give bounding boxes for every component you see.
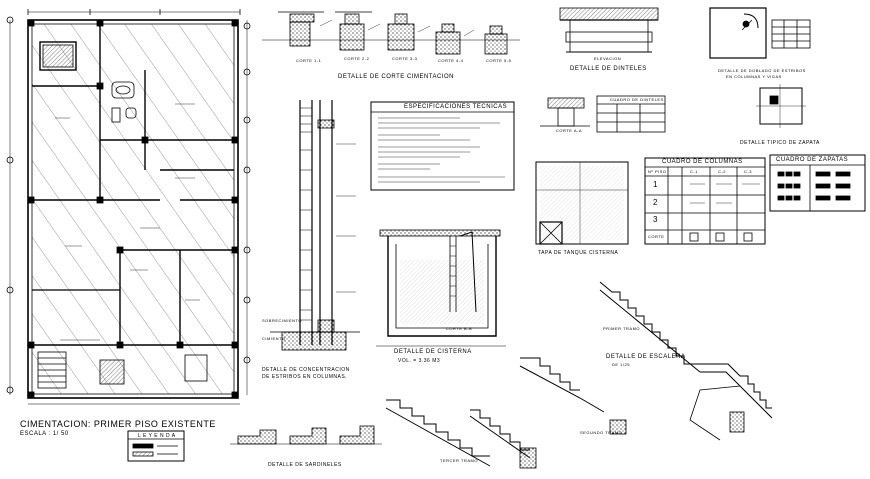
escalera-title: DETALLE DE ESCALERA — [606, 354, 686, 360]
foundation-plan — [6, 9, 251, 405]
cuadro-dinteles-title: CUADRO DE DINTELES — [610, 97, 664, 102]
plan-scale: ESCALA : 1/ 50 — [20, 431, 69, 437]
cisterna-title: DETALLE DE CISTERNA — [394, 349, 472, 355]
plan-title: CIMENTACION: PRIMER PISO EXISTENTE — [20, 419, 216, 429]
primer-tramo-label: PRIMER TRAMO — [603, 326, 641, 331]
escalera-scale: DE 1/25 — [612, 362, 630, 367]
corte-cimentacion-details — [262, 11, 520, 55]
tapa-tanque-title: TAPA DE TANQUE CISTERNA — [538, 250, 619, 256]
sardineles-title: DETALLE DE SARDINELES — [268, 462, 342, 468]
especificaciones-title: ESPECIFICACIONES TECNICAS — [404, 104, 508, 110]
escalera-detail — [519, 281, 773, 441]
concentracion-estribos-detail — [270, 100, 360, 351]
columnas-row-1: 1 — [653, 180, 658, 189]
corte-1-label: CORTE 1-1 — [296, 58, 322, 63]
corte-4-label: CORTE 4-4 — [438, 58, 464, 63]
corte-bb-label: CORTE B-B — [446, 326, 473, 331]
concentracion-title: DETALLE DE CONCENTRACION — [262, 367, 350, 373]
columnas-footer: CORTE — [648, 234, 665, 239]
cisterna-volume: VOL. = 3.36 M3 — [398, 358, 441, 364]
cimiento-label: CIMIENTO — [262, 336, 286, 341]
cuadro-zapatas — [769, 154, 866, 212]
columnas-header-c3: C-3 — [744, 169, 752, 174]
cisterna-detail — [376, 229, 506, 347]
columnas-header-c1: C-1 — [690, 169, 698, 174]
columnas-row-3: 3 — [653, 215, 658, 224]
tapa-tanque-detail — [535, 161, 629, 245]
cuadro-zapatas-title: CUADRO DE ZAPATAS — [776, 157, 849, 163]
dinteles-detail — [559, 7, 659, 53]
concentracion-subtitle: DE ESTRIBOS EN COLUMNAS. — [262, 374, 348, 380]
columnas-header-piso: Nº PISO — [648, 169, 667, 174]
elevacion-label: ELEVACION — [594, 56, 622, 61]
columnas-row-2: 2 — [653, 198, 658, 207]
columnas-header-c2: C-2 — [718, 169, 726, 174]
corte-5-label: CORTE 5-5 — [486, 58, 512, 63]
escalera-lower-detail — [385, 399, 537, 469]
legend-header: L E Y E N D A — [138, 433, 176, 439]
cuadro-columnas-title: CUADRO DE COLUMNAS — [662, 159, 743, 165]
tercer-tramo-label: TERCER TRAMO — [440, 458, 478, 463]
sobrecimiento-label: SOBRECIMIENTO — [262, 318, 302, 323]
especificaciones-box — [370, 101, 515, 191]
dinteles-title: DETALLE DE DINTELES — [570, 66, 647, 72]
doblado-subtitle: EN COLUMNAS Y VIGAS — [726, 74, 782, 79]
corte-cimentacion-title: DETALLE DE CORTE CIMENTACION — [338, 74, 455, 80]
corte-2-label: CORTE 2-2 — [344, 56, 370, 61]
legend — [127, 430, 185, 462]
corte-aa-detail — [540, 97, 590, 127]
cuadro-dinteles — [596, 95, 666, 133]
zapata-tipico-title: DETALLE TIPICO DE ZAPATA — [740, 140, 820, 146]
doblado-estribos-detail — [709, 7, 811, 59]
segundo-tramo-label: SEGUNDO TRAMO — [580, 430, 623, 435]
sardineles-detail — [230, 425, 382, 445]
zapata-tipico-detail — [756, 84, 806, 128]
corte-aa-label: CORTE A-A — [556, 128, 582, 133]
cuadro-columnas — [644, 157, 766, 245]
corte-3-label: CORTE 3-3 — [392, 56, 418, 61]
doblado-title: DETALLE DE DOBLADO DE ESTRIBOS — [718, 68, 806, 73]
